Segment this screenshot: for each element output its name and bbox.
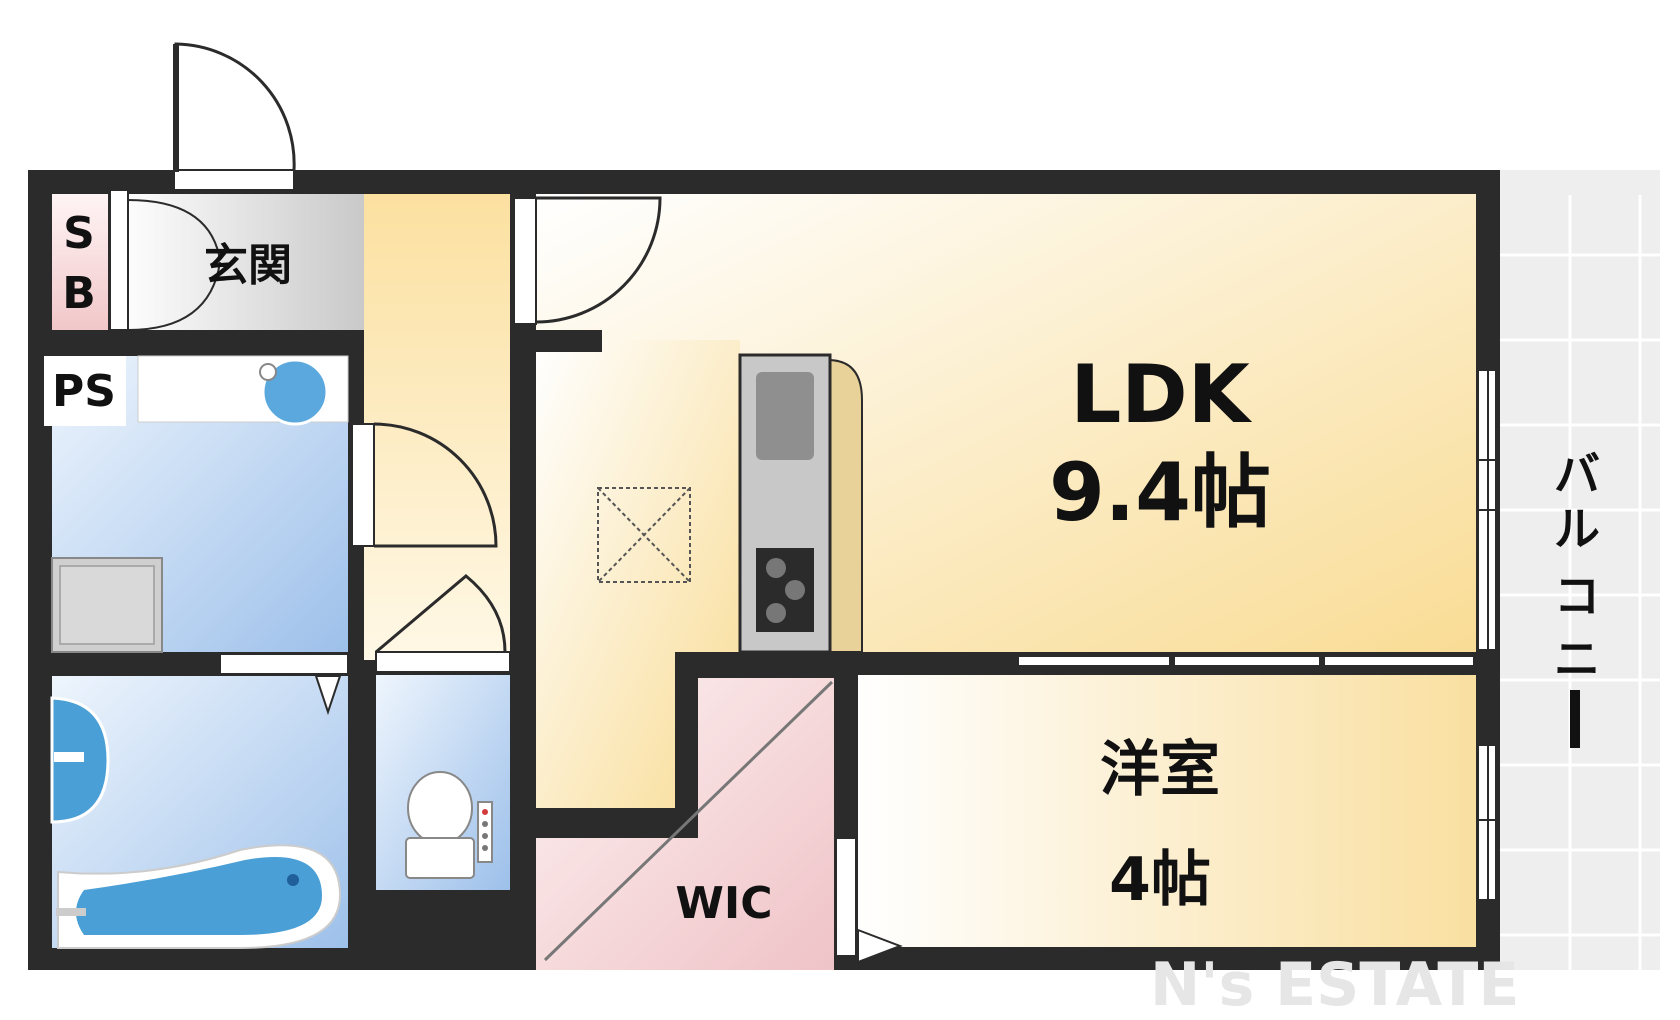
western-room-label: 洋室	[1100, 735, 1220, 805]
western-room-size: 4帖	[1109, 845, 1211, 915]
entrance-label: 玄関	[204, 240, 292, 291]
balcony-char-3: コ	[1554, 569, 1600, 623]
washroom-fixtures	[51, 355, 349, 653]
western-room-door	[835, 837, 903, 964]
pipe-space	[44, 356, 126, 426]
wic-hanger-rail	[543, 680, 834, 962]
ldk-window	[1477, 369, 1497, 651]
washroom-door	[351, 422, 498, 548]
burner-icon	[766, 558, 786, 578]
kitchen-counter	[738, 353, 863, 654]
balcony-label: バ ル コ ニ	[1554, 447, 1600, 748]
bathroom-fixtures	[50, 696, 342, 949]
western-window	[1477, 744, 1497, 901]
shower-faucet-icon	[54, 752, 84, 762]
balcony-long-vowel	[1570, 690, 1580, 748]
balcony: バ ル コ ニ	[1494, 170, 1660, 970]
toilet-door	[375, 574, 511, 673]
balcony-floor	[1494, 170, 1660, 970]
ldk-dining-area	[536, 340, 740, 808]
burner-icon	[766, 603, 786, 623]
pipe-space-label: PS	[52, 366, 116, 417]
balcony-char-1: バ	[1554, 447, 1600, 501]
burner-icon	[785, 580, 805, 600]
wic-label: WIC	[675, 878, 772, 929]
tub-water-icon	[76, 856, 322, 935]
front-door	[173, 42, 296, 191]
tub-faucet-icon	[56, 908, 86, 916]
ldk-size: 9.4帖	[1049, 446, 1271, 539]
shoebox-floor	[52, 194, 108, 330]
faucet-icon	[259, 363, 277, 381]
shoebox-label-s: S	[63, 208, 95, 259]
ldk-entry-door	[513, 196, 662, 352]
entrance-floor	[118, 194, 364, 330]
wash-basin-icon	[261, 358, 329, 426]
balcony-char-2: ル	[1554, 502, 1600, 556]
hallway-floor	[364, 194, 510, 660]
kitchen-bar	[827, 358, 863, 653]
balcony-char-4: ニ	[1554, 632, 1600, 686]
tub-drain-icon	[287, 874, 299, 886]
ldk-label: LDK	[1070, 348, 1252, 441]
sliding-door	[1017, 655, 1475, 667]
bathroom-door	[219, 653, 349, 716]
shoebox-doors	[109, 189, 221, 331]
fridge-space-icon	[597, 487, 691, 583]
sink-icon	[756, 372, 814, 460]
toilet-remote-icon	[477, 801, 493, 863]
shoebox-label-b: B	[62, 268, 96, 319]
western-room-floor	[858, 675, 1476, 947]
watermark: N's ESTATE	[1150, 950, 1519, 1020]
balcony-grid	[1494, 195, 1660, 970]
toilet-icon	[405, 771, 493, 879]
